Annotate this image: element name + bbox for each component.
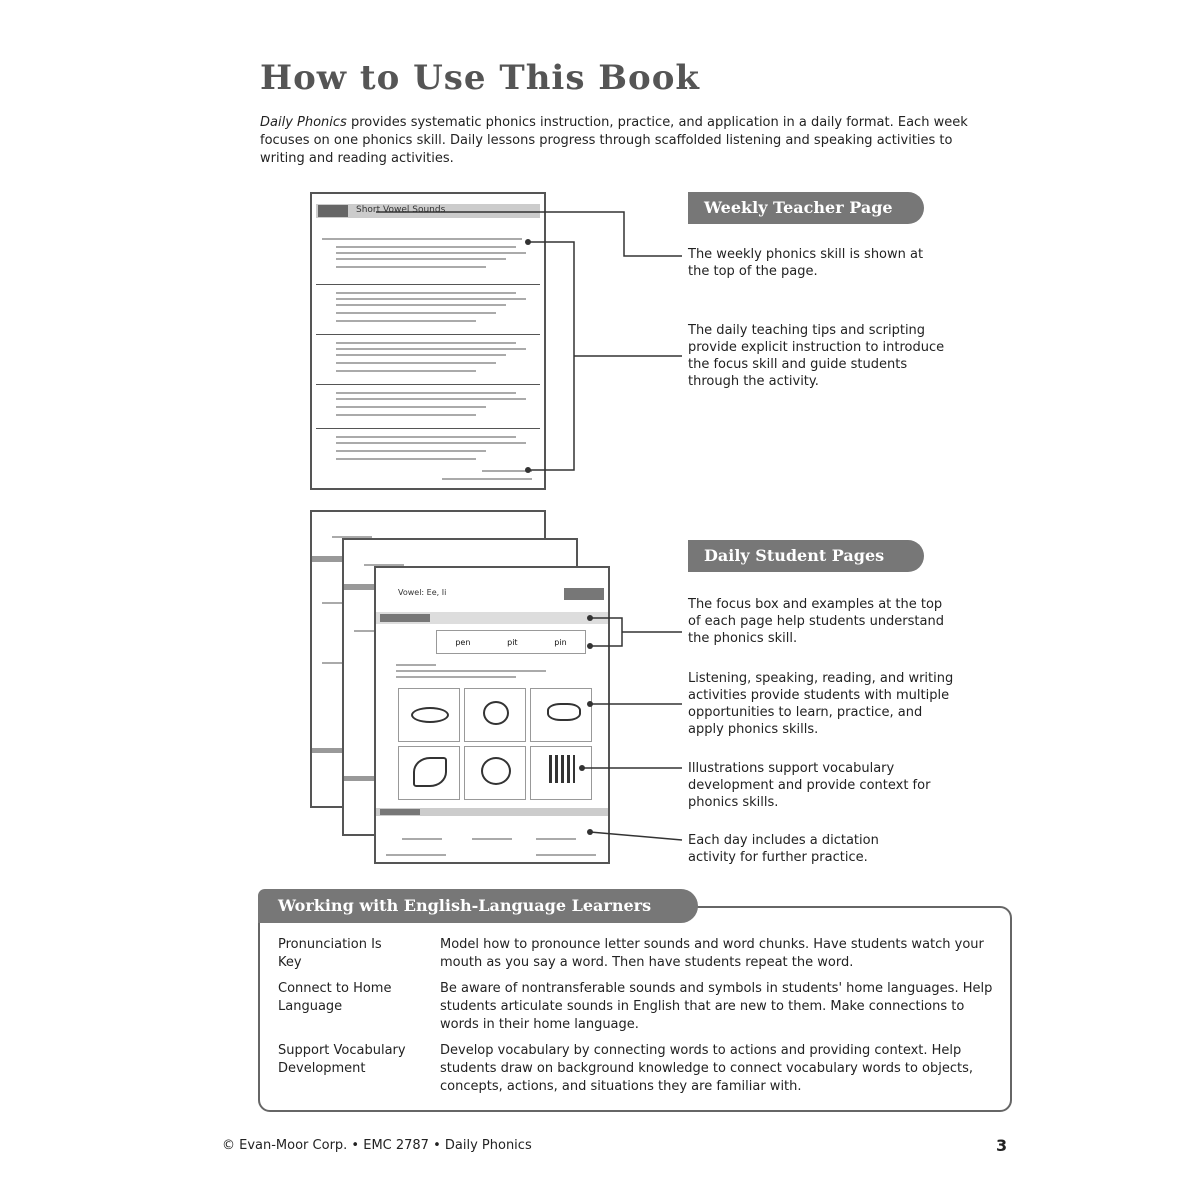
footer-copyright: © Evan-Moor Corp. • EMC 2787 • Daily Pho… xyxy=(222,1138,532,1153)
picture-cell xyxy=(530,746,592,800)
ell-term: Connect to Home Language xyxy=(278,981,392,1014)
example-word: pin xyxy=(554,637,567,647)
ell-description: Be aware of nontransferable sounds and s… xyxy=(440,981,993,1032)
teacher-page-thumbnail: Short Vowel Sounds xyxy=(310,192,546,490)
connector-dot xyxy=(587,701,593,707)
connector-dot xyxy=(525,467,531,473)
connector-dot xyxy=(579,765,585,771)
callout-text: Listening, speaking, reading, and writin… xyxy=(688,671,954,737)
connector-line xyxy=(528,241,575,471)
connector-dot xyxy=(525,239,531,245)
weekly-teacher-page-heading: Weekly Teacher Page xyxy=(688,192,924,224)
ell-term: Support Vocabulary Development xyxy=(278,1043,406,1076)
picture-cell xyxy=(398,688,460,742)
picture-cell xyxy=(398,746,460,800)
connector-line xyxy=(376,211,682,257)
ell-description: Model how to pronounce letter sounds and… xyxy=(440,937,984,970)
callout-text: The focus box and examples at the top of… xyxy=(688,597,944,646)
page-title: How to Use This Book xyxy=(260,58,700,98)
connector-line xyxy=(589,831,683,841)
page-number: 3 xyxy=(996,1136,1008,1155)
picture-cell xyxy=(530,688,592,742)
example-word: pen xyxy=(455,637,471,647)
ell-term: Pronunciation Is Key xyxy=(278,937,382,970)
callout-text: Each day includes a dictation activity f… xyxy=(688,833,879,865)
connector-dot xyxy=(587,829,593,835)
student-page-thumbnail-front: Vowel: Ee, Ii pen pit pin xyxy=(374,566,610,864)
callout-text: The weekly phonics skill is shown at the… xyxy=(688,247,924,279)
connector-dot xyxy=(587,643,593,649)
ell-heading: Working with English-Language Learners xyxy=(258,889,698,923)
thumbnail-title: Short Vowel Sounds xyxy=(356,205,446,215)
intro-text: provides systematic phonics instruction,… xyxy=(260,115,968,166)
daily-student-pages-heading: Daily Student Pages xyxy=(688,540,924,572)
book-title-italic: Daily Phonics xyxy=(260,115,347,130)
callout-text: Illustrations support vocabulary develop… xyxy=(688,761,931,810)
connector-line xyxy=(590,617,623,647)
intro-paragraph: Daily Phonics provides systematic phonic… xyxy=(260,114,980,168)
picture-cell xyxy=(464,746,526,800)
connector-dot xyxy=(587,615,593,621)
picture-cell xyxy=(464,688,526,742)
ell-description: Develop vocabulary by connecting words t… xyxy=(440,1043,974,1094)
student-thumbnail-title: Vowel: Ee, Ii xyxy=(398,588,447,597)
callout-text: The daily teaching tips and scripting pr… xyxy=(688,323,945,389)
example-word: pit xyxy=(507,637,518,647)
